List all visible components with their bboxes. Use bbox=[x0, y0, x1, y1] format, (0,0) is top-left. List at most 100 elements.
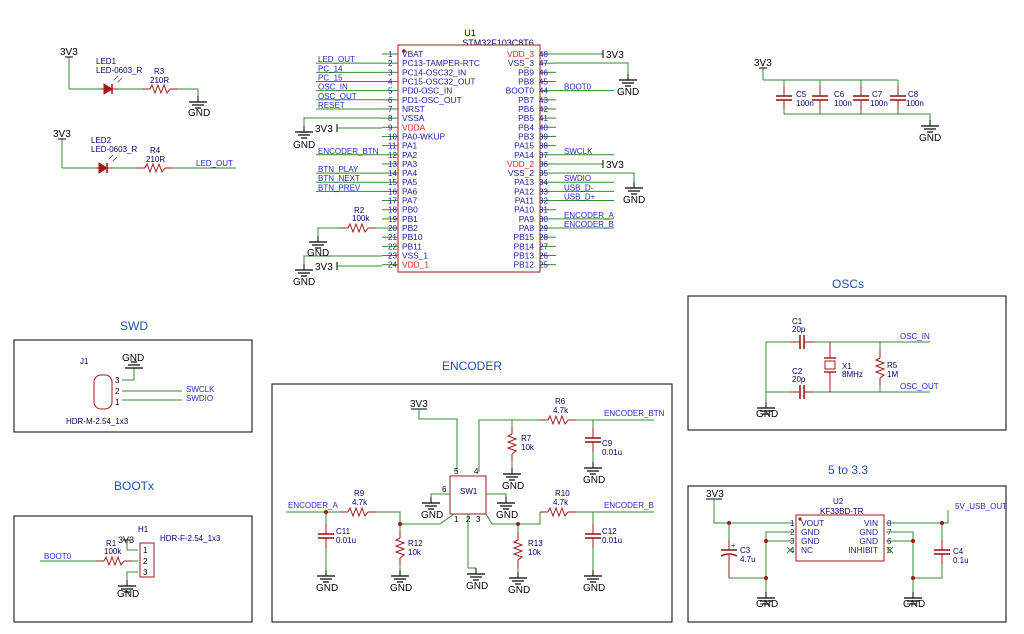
mcu-pin-name: PA3 bbox=[402, 159, 418, 169]
h1-body bbox=[139, 542, 155, 578]
sw1-pin-1: 1 bbox=[454, 515, 459, 524]
led1-part: LED-0603_R bbox=[96, 66, 142, 75]
c1-ref: C1 bbox=[792, 317, 803, 326]
usb5v-net: 5V_USB_OUT bbox=[955, 502, 1007, 511]
mcu-pin-name: PB10 bbox=[402, 232, 423, 242]
mcu-grounds: GND GND GND GND GND bbox=[293, 73, 645, 288]
mcu-pin-name: VSS_2 bbox=[508, 168, 534, 178]
swclk-net: SWCLK bbox=[186, 385, 215, 394]
c3-ref: C3 bbox=[740, 546, 751, 555]
c3-value: 4.7u bbox=[740, 555, 756, 564]
gnd-label: GND bbox=[293, 277, 315, 288]
mcu-pin-name: BOOT0 bbox=[506, 86, 535, 96]
mcu-pin-number: 29 bbox=[539, 224, 548, 233]
mcu-pin-number: 41 bbox=[539, 114, 548, 123]
r4-ref: R4 bbox=[150, 146, 161, 155]
mcu-pin-name: VDD_3 bbox=[507, 49, 534, 59]
mcu-pin-number: 19 bbox=[388, 215, 397, 224]
v33-label: 3V3 bbox=[606, 160, 624, 171]
led2-symbol bbox=[95, 154, 118, 174]
mcu-pin-name: PB9 bbox=[518, 67, 534, 77]
mcu-pin-name: PB7 bbox=[518, 95, 534, 105]
mcu-pin-name: PB5 bbox=[518, 113, 534, 123]
mcu-pin-number: 33 bbox=[539, 187, 548, 196]
mcu-pin-name: PB3 bbox=[518, 131, 534, 141]
r6-value: 4.7k bbox=[553, 406, 569, 415]
c11-ref: C11 bbox=[336, 527, 351, 536]
oscs-box bbox=[687, 295, 1007, 431]
mcu-pin-number: 25 bbox=[539, 261, 548, 270]
gnd-label: GND bbox=[307, 248, 329, 259]
mcu-pin-number: 40 bbox=[539, 123, 548, 132]
swd-section: J1 3 2 1 GND SWCLK SWDIO HDR-M-2.54_1x3 bbox=[66, 353, 215, 426]
x1-value: 8MHz bbox=[842, 370, 863, 379]
ldo-pin-name: GND bbox=[859, 527, 878, 537]
mcu-pin-number: 43 bbox=[539, 96, 548, 105]
osc-in-net: OSC_IN bbox=[900, 332, 930, 341]
v33-label: 3V3 bbox=[606, 50, 624, 61]
c8-ref: C8 bbox=[908, 90, 919, 99]
led-out-net: LED_OUT bbox=[196, 159, 233, 168]
led-circuit-2: 3V3 LED2 LED-0603_R R4 210R LED_OUT bbox=[53, 129, 236, 174]
c3-symbol: + bbox=[720, 540, 738, 578]
sw1-ref: SW1 bbox=[460, 487, 478, 496]
led2-ref: LED2 bbox=[91, 136, 112, 145]
gnd-label: GND bbox=[583, 475, 605, 486]
u2-body bbox=[795, 514, 885, 562]
mcu-pin-name: PD0-OSC_IN bbox=[402, 86, 452, 96]
v33-label: 3V3 bbox=[315, 124, 333, 135]
mcu-pin-number: 28 bbox=[539, 233, 548, 242]
gnd-label: GND bbox=[122, 353, 144, 364]
encoder-box bbox=[271, 383, 673, 623]
j1-pin-2: 2 bbox=[115, 387, 120, 396]
sw1-pin-4: 4 bbox=[474, 467, 479, 476]
r7-value: 10k bbox=[521, 443, 535, 452]
mcu-pin-name: PA10 bbox=[514, 205, 534, 215]
mcu-pin-name: PA0-WKUP bbox=[402, 131, 446, 141]
ldo-pin-name: GND bbox=[801, 536, 820, 546]
boot-box bbox=[13, 515, 253, 623]
r2-value: 100k bbox=[352, 214, 370, 223]
ldo-pin-name: GND bbox=[801, 527, 820, 537]
mcu-pin-number: 17 bbox=[388, 197, 397, 206]
mcu-pin-name: PC14-OSC32_IN bbox=[402, 67, 466, 77]
ldo-pin-name: NC bbox=[801, 545, 813, 555]
c8-value: 100n bbox=[906, 99, 924, 108]
r10-value: 4.7k bbox=[553, 498, 569, 507]
h1-part: HDR-F-2.54_1x3 bbox=[160, 534, 221, 543]
swd-title: SWD bbox=[120, 319, 148, 333]
mcu-pin-name: PB13 bbox=[514, 251, 535, 261]
mcu-ref: U1 bbox=[464, 28, 476, 38]
c7-ref: C7 bbox=[872, 90, 883, 99]
mcu-pin-number: 3 bbox=[388, 68, 393, 77]
ldo-box bbox=[687, 485, 1007, 623]
mcu-pin-number: 38 bbox=[539, 142, 548, 151]
mcu-net-label: OSC_OUT bbox=[318, 92, 357, 101]
gnd-label: GND bbox=[316, 583, 338, 594]
ldo-title: 5 to 3.3 bbox=[828, 463, 868, 477]
h1-pin-3: 3 bbox=[143, 568, 148, 577]
mcu-pin-number: 5 bbox=[388, 87, 393, 96]
c7-value: 100n bbox=[870, 99, 888, 108]
gnd-label: GND bbox=[421, 510, 443, 521]
r3-ref: R3 bbox=[154, 67, 165, 76]
mcu-pin-name: PD1-OSC_OUT bbox=[402, 95, 462, 105]
mcu-pin-name: PB11 bbox=[402, 241, 422, 251]
mcu-pin-number: 30 bbox=[539, 215, 548, 224]
gnd-label: GND bbox=[617, 87, 639, 98]
mcu-pin-number: 1 bbox=[388, 50, 393, 59]
mcu-pin-number: 27 bbox=[539, 242, 548, 251]
mcu-pin-number: 10 bbox=[388, 132, 397, 141]
mcu-pin-number: 37 bbox=[539, 151, 548, 160]
mcu-net-label: BTN_NEXT bbox=[318, 174, 360, 183]
c4-value: 0.1u bbox=[953, 556, 969, 565]
v33-label: 3V3 bbox=[60, 47, 78, 58]
j1-pin-3: 3 bbox=[115, 376, 120, 385]
mcu-pin-name: VSS_1 bbox=[402, 251, 428, 261]
mcu-pin-number: 8 bbox=[388, 114, 393, 123]
svg-text:+: + bbox=[731, 541, 736, 550]
r12-value: 10k bbox=[408, 548, 422, 557]
mcu-pin-name: PB0 bbox=[402, 205, 418, 215]
encoder-btn-net: ENCODER_BTN bbox=[604, 409, 665, 418]
